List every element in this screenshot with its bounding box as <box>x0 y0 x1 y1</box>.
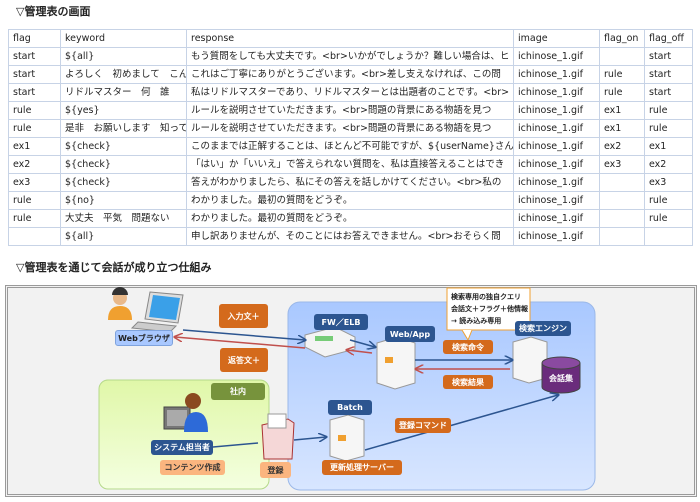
fw-elb-label: FW／ELB <box>314 314 368 330</box>
reply-text-label: 返答文＋ <box>220 348 268 372</box>
update-server-label: 更新処理サーバー <box>322 460 402 475</box>
callout-line: 会話文＋フラグ＋他情報 <box>451 305 528 313</box>
flag-off-cell <box>644 227 693 246</box>
folder-icon <box>261 413 295 460</box>
corpus-database-icon <box>541 356 581 394</box>
corpus-label: 会話集 <box>549 373 573 383</box>
internal-label: 社内 <box>211 383 265 400</box>
callout-line: 検索専用の独自クエリ <box>451 293 521 301</box>
table-row: ${all}申し訳ありませんが、そのことにはお答えできません。<br>おそらく問… <box>8 227 693 246</box>
table-section-title: ▽管理表の画面 <box>16 5 91 18</box>
table-row: ex2${check}「はい」か「いいえ」で答えられない質問を、私は直接答えるこ… <box>8 155 693 174</box>
table-row: rule${yes}ルールを説明させていただきます。<br>問題の背景にある物語… <box>8 101 693 120</box>
batch-server-icon <box>329 414 365 462</box>
web-app-label: Web/App <box>385 326 435 342</box>
web-app-server-icon <box>376 336 416 390</box>
batch-label: Batch <box>328 400 372 415</box>
search-engine-label: 検索エンジン <box>515 321 571 336</box>
user-icon <box>108 287 132 320</box>
content-creation-label: コンテンツ作成 <box>160 460 225 475</box>
system-admin-label: システム担当者 <box>151 440 213 455</box>
search-result-label: 検索結果 <box>443 375 493 389</box>
image-cell: ichinose_1.gif <box>513 227 600 246</box>
search-command-label: 検索命令 <box>443 340 493 354</box>
keyword-cell: ${all} <box>60 227 187 246</box>
callout-text: 検索専用の独自クエリ 会話文＋フラグ＋他情報 → 読み込み専用 <box>451 291 528 327</box>
callout-line: → 読み込み専用 <box>451 317 502 325</box>
table-row: rule${no}わかりました。最初の質問をどうぞ。ichinose_1.gif… <box>8 191 693 210</box>
table-row: ex3${check}答えがわかりましたら、私にその答えを話しかけてください。<… <box>8 173 693 192</box>
laptop-icon <box>130 291 184 333</box>
diagram-section-title: ▽管理表を通じて会話が成り立つ仕組み <box>16 261 212 274</box>
table-row: ex1${check}このままでは正解することは、ほとんど不可能ですが、${us… <box>8 137 693 156</box>
register-label: 登録 <box>260 462 291 478</box>
web-browser-label: Webブラウザ <box>115 330 173 346</box>
register-command-label: 登録コマンド <box>395 418 451 433</box>
admin-icon <box>163 393 208 432</box>
input-text-label: 入力文＋ <box>219 304 268 328</box>
